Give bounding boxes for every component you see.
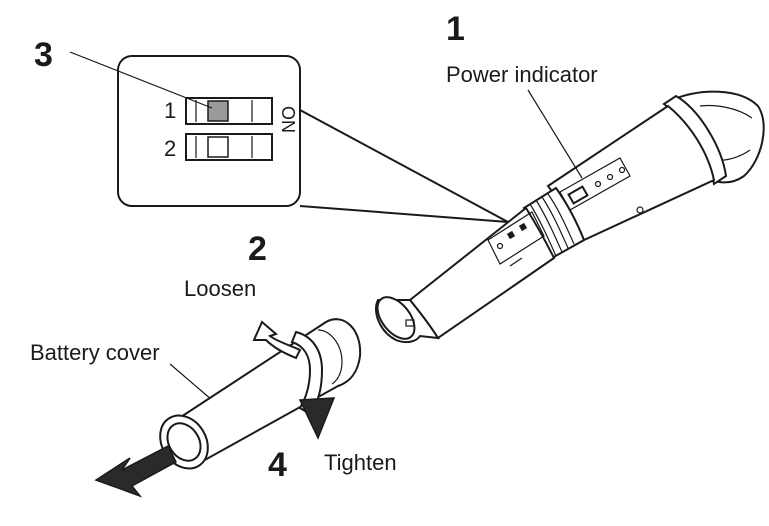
microphone (375, 90, 765, 344)
step-1-number: 1 (446, 10, 465, 48)
switch-2-knob (207, 136, 229, 158)
step-3-number: 3 (34, 36, 53, 74)
step-3-leader (69, 51, 213, 109)
switch-2-slot (185, 133, 273, 161)
loosen-label: Loosen (184, 276, 256, 301)
switch-1-slot (185, 97, 273, 125)
arrow-down-left-icon (94, 444, 177, 498)
step-2-number: 2 (248, 230, 267, 268)
power-indicator-leader (527, 89, 583, 179)
on-label: ON (278, 106, 298, 133)
battery-cover-label: Battery cover (30, 340, 160, 365)
tighten-label: Tighten (324, 450, 397, 475)
switch-1-knob (207, 100, 229, 122)
step-4-number: 4 (268, 446, 287, 484)
rotate-arrow-icon (252, 320, 336, 440)
power-indicator-label: Power indicator (446, 62, 598, 87)
dip-switch-callout: 1 2 ON (117, 55, 509, 223)
switch-2-number: 2 (164, 136, 176, 161)
battery-cover-leader (169, 363, 213, 401)
switch-1-number: 1 (164, 98, 176, 123)
